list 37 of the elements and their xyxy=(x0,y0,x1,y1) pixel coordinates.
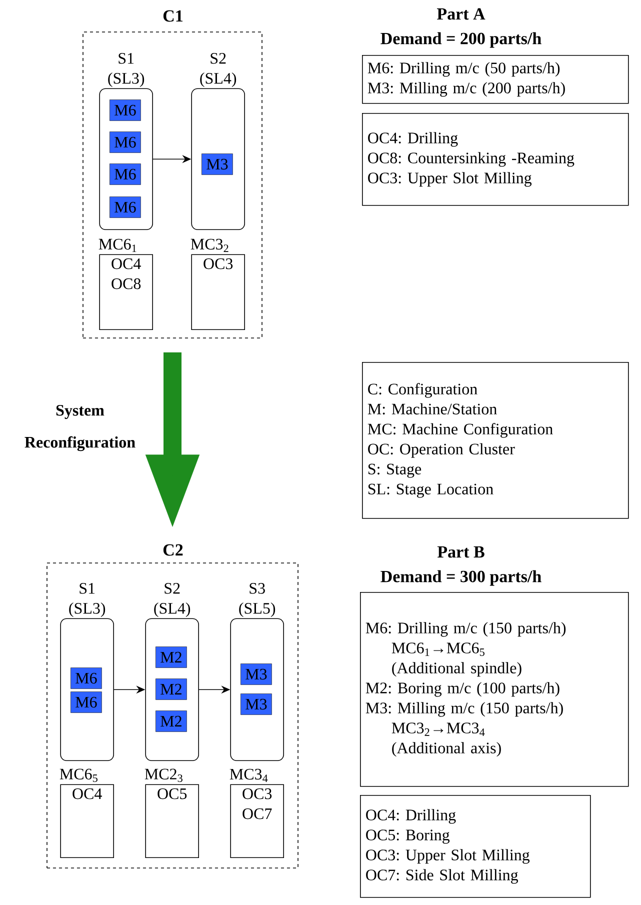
machine-box: M6 xyxy=(110,132,141,153)
node-label: MC3$_{4}$ xyxy=(230,768,268,782)
machine-configuration-box: MC3$_{2}$ OC3 xyxy=(190,238,245,330)
info-box: M6: Drilling m/c (50 parts/h) M3: Milling m/c (200 parts/h) xyxy=(362,55,629,104)
machine-configuration-box: MC2$_{3}$ OC5 xyxy=(144,768,199,858)
node-label: MC2$_{3}$ xyxy=(144,768,182,782)
machine-configuration-box: MC3$_{4}$ OC3 OC7 xyxy=(230,768,284,858)
node-label: MC3$_{2}$ xyxy=(190,238,228,252)
machine-box: M2 xyxy=(156,710,187,732)
machine-configuration-box: MC6$_{1}$ OC4 OC8 xyxy=(98,238,153,330)
machine-box: M6 xyxy=(110,196,141,218)
machine-box: M3 xyxy=(240,694,272,715)
machine-configuration-box: MC6$_{5}$ OC4 xyxy=(60,768,114,858)
node-label: C1 xyxy=(163,10,183,22)
node-label: S3 (SL5) xyxy=(239,583,276,618)
edge-label: System Reconfiguration xyxy=(24,404,136,452)
machine-box: M6 xyxy=(110,164,141,185)
node-label: S1 (SL3) xyxy=(108,53,144,87)
info-box: OC4: Drilling OC5: Boring OC3: Upper Slot Milling OC7: Side Slot Milling xyxy=(360,795,591,898)
machine-box: M6 xyxy=(110,100,141,121)
node-label: MC6$_{1}$ xyxy=(98,238,136,252)
machine-box: M3 xyxy=(202,154,233,175)
info-box: M6: Drilling m/c (150 parts/h) MC6$_{1}$→MC6$_{5}$ (Additional spindle) M2: Boring m/c (100 parts/h) M3: Milling m/c (150 parts/h) MC3$_{2}$→MC3$_{4}$ (Additional axis) xyxy=(360,592,629,787)
node-label: MC6$_{5}$ xyxy=(60,768,98,782)
part-heading: Part B xyxy=(437,546,484,558)
machine-box: M3 xyxy=(240,664,272,685)
node-label: C2 xyxy=(163,544,183,556)
machine-box: M6 xyxy=(70,692,102,713)
node-label: S1 (SL3) xyxy=(69,583,106,618)
machine-box: M2 xyxy=(156,646,187,668)
part-heading: Part A xyxy=(437,8,486,20)
info-box: C: Configuration M: Machine/Station MC: Machine Configuration OC: Operation Cluster S: Stage SL: Stage Location xyxy=(362,362,629,519)
machine-box: M6 xyxy=(70,668,102,689)
machine-box: M2 xyxy=(156,678,187,700)
node-label: S2 (SL4) xyxy=(154,583,190,618)
node-label: S2 (SL4) xyxy=(200,53,236,87)
info-box: OC4: Drilling OC8: Countersinking -Reaming OC3: Upper Slot Milling xyxy=(362,113,629,206)
